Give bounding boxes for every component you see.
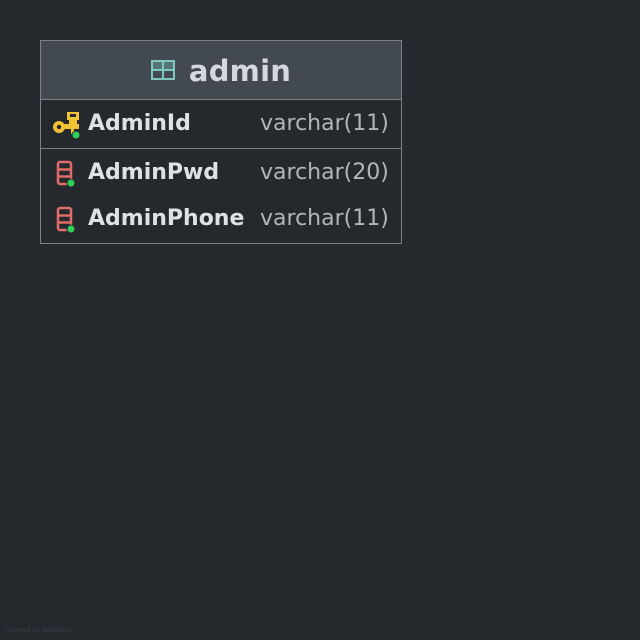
column-icon — [56, 160, 76, 188]
column-row-adminid[interactable]: AdminId varchar(11) — [41, 104, 401, 144]
column-type: varchar(11) — [260, 206, 389, 231]
entity-admin[interactable]: admin AdminId varchar(11) — [40, 40, 402, 244]
watermark: Powered by dbdiagram — [5, 627, 75, 634]
column-row-adminpwd[interactable]: AdminPwd varchar(20) — [41, 153, 401, 193]
columns-section: AdminPwd varchar(20) AdminPhone varchar(… — [41, 149, 401, 243]
entity-title: admin — [188, 53, 292, 88]
column-type: varchar(11) — [260, 111, 389, 136]
column-icon — [56, 206, 76, 234]
column-name: AdminId — [88, 111, 191, 136]
column-name: AdminPwd — [88, 160, 220, 185]
column-row-adminphone[interactable]: AdminPhone varchar(11) — [41, 199, 401, 239]
table-icon — [150, 60, 175, 80]
entity-header[interactable]: admin — [41, 41, 401, 100]
primary-key-icon — [53, 112, 81, 140]
column-name: AdminPhone — [88, 206, 245, 231]
primary-key-section: AdminId varchar(11) — [41, 100, 401, 149]
column-type: varchar(20) — [260, 160, 389, 185]
